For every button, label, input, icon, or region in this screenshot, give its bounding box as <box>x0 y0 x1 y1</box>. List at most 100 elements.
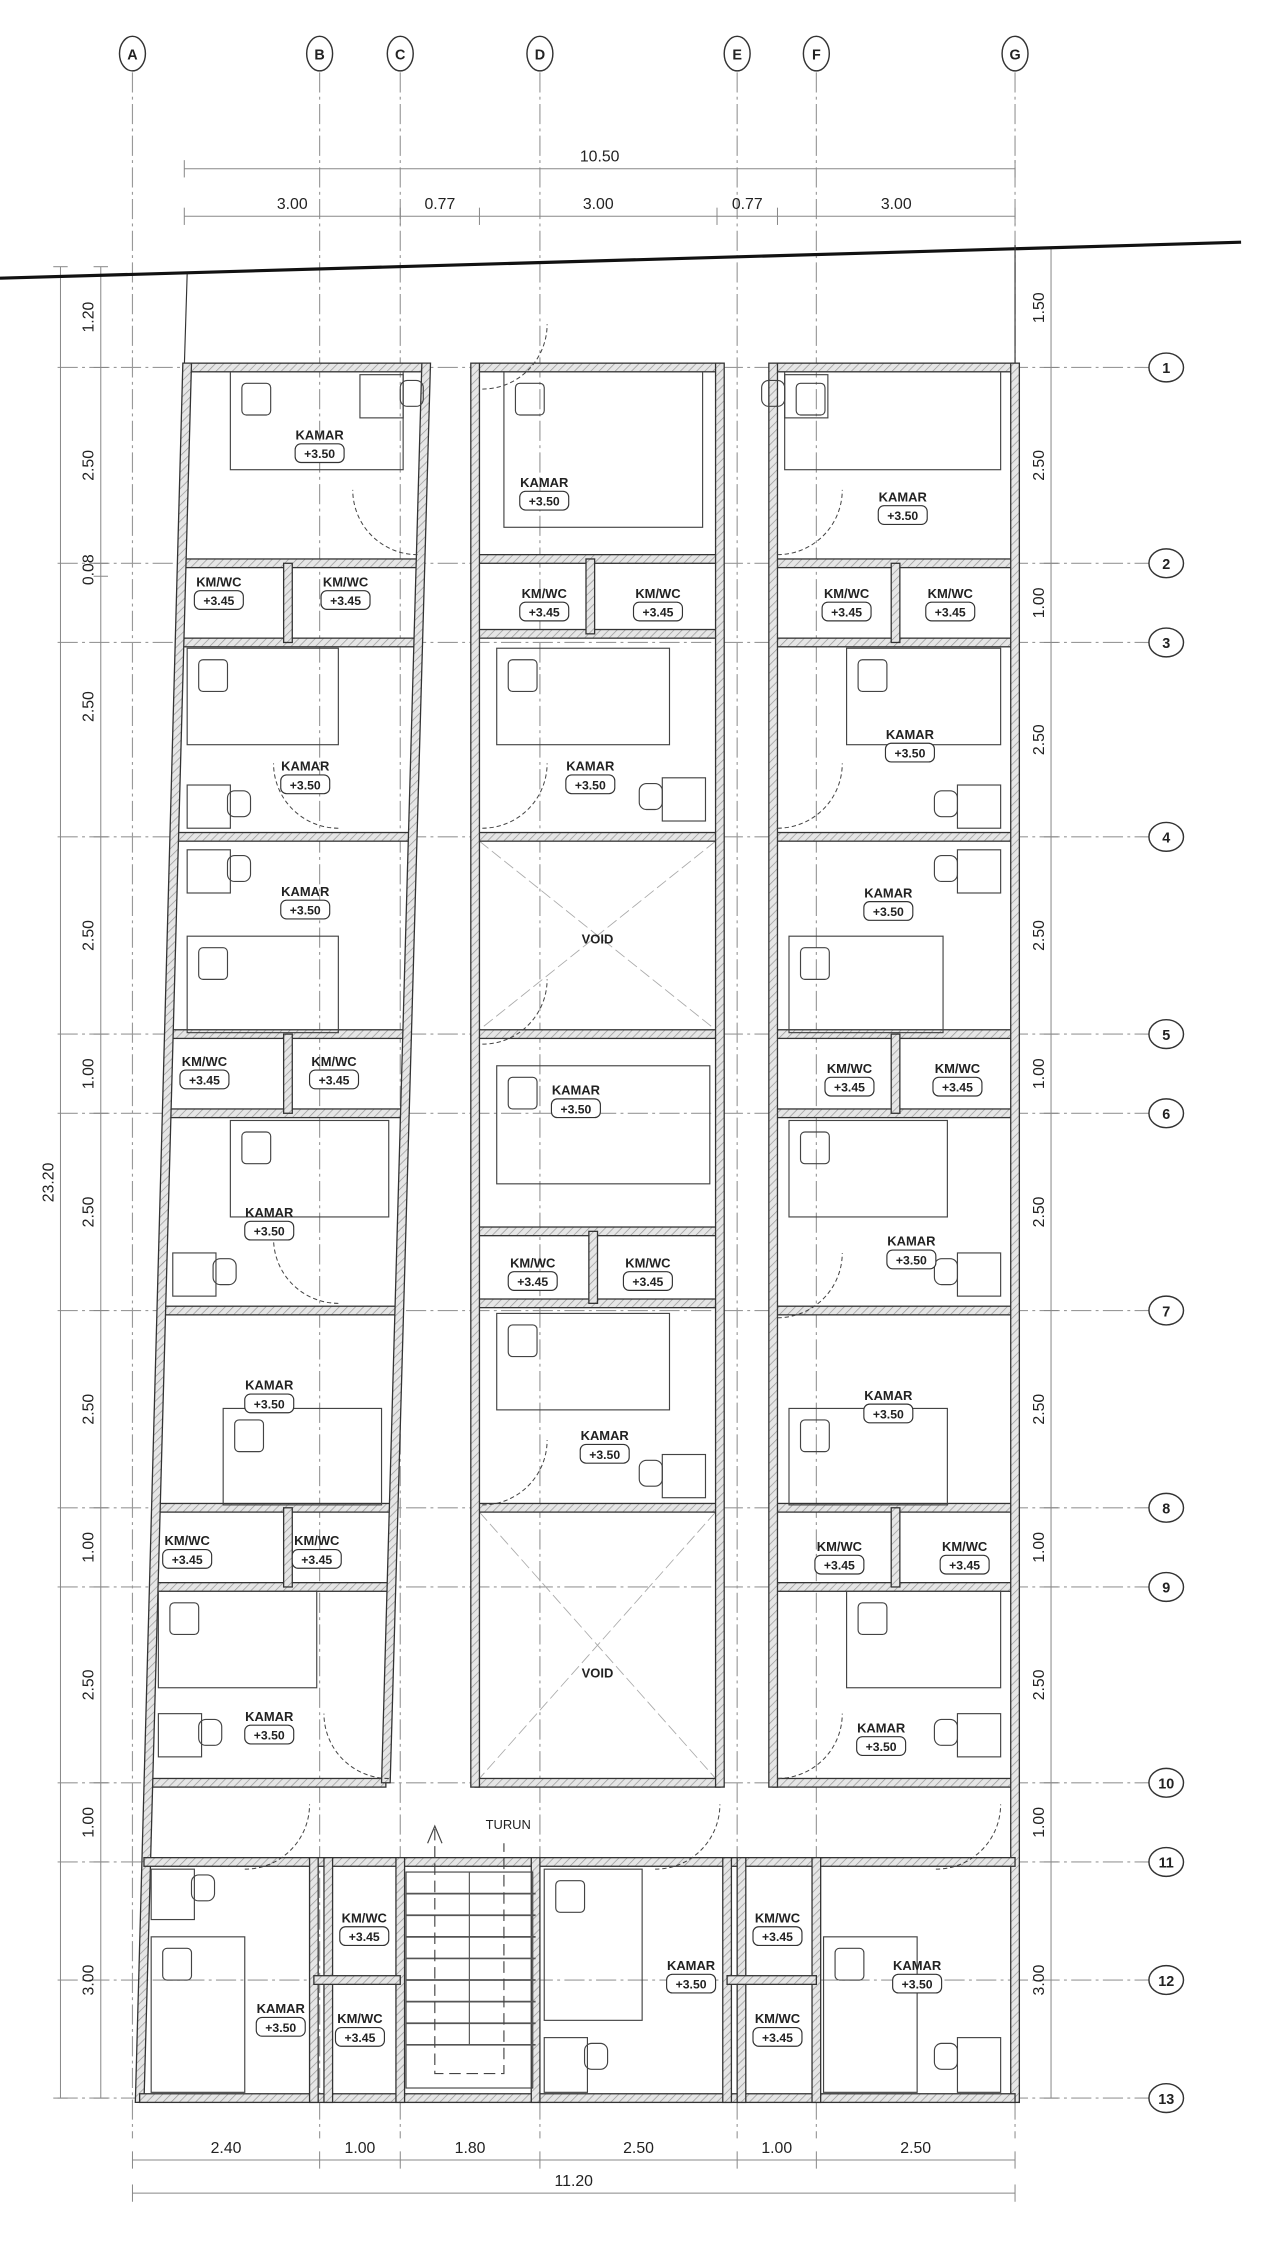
elevation-badge <box>863 901 914 921</box>
pillow <box>857 659 888 693</box>
wall <box>139 2093 1016 2104</box>
room-name: KM/WC <box>337 2011 382 2026</box>
door-swing <box>482 763 548 829</box>
room-name: KM/WC <box>935 1061 980 1076</box>
grid-label-col: F <box>812 47 821 63</box>
door-swing <box>482 1440 548 1506</box>
desk <box>359 374 404 419</box>
desk <box>661 777 707 822</box>
grid-label-row: 5 <box>1162 1028 1170 1044</box>
elevation-badge <box>179 1069 230 1090</box>
door-swing <box>273 763 339 829</box>
room-elevation: +3.45 <box>330 594 361 608</box>
room-name: KM/WC <box>755 2011 800 2026</box>
elevation-badge <box>291 1548 342 1569</box>
elevation-badge <box>814 1554 865 1575</box>
grid-label-row: 11 <box>1159 1856 1174 1872</box>
room-name: KM/WC <box>196 574 241 589</box>
dim-bottom-label: 1.00 <box>345 2140 376 2157</box>
room-name: KAMAR <box>245 1378 294 1393</box>
staircase <box>405 1824 536 2089</box>
grid-bubble <box>1148 1098 1185 1129</box>
chair <box>933 854 959 883</box>
door-swing <box>935 1804 1002 1870</box>
elevation-badge <box>752 2026 803 2047</box>
room-elevation: +3.50 <box>866 1740 897 1754</box>
grid-bubble <box>1148 548 1185 579</box>
door-swing <box>655 1804 721 1870</box>
room-name: KAMAR <box>879 489 928 504</box>
bed <box>150 1936 246 2093</box>
elevation-badge <box>244 1220 295 1241</box>
bed <box>788 935 944 1034</box>
desk <box>186 784 231 829</box>
room-name: KAMAR <box>245 1205 294 1220</box>
dim-right-label: 2.50 <box>1031 724 1048 755</box>
dim-right-label: 3.00 <box>1031 1964 1048 1995</box>
room-elevation: +3.50 <box>304 447 335 461</box>
dim-top-label: 0.77 <box>732 196 763 213</box>
desk <box>157 1713 203 1758</box>
room-name: KAMAR <box>281 884 330 899</box>
pillow <box>799 947 830 980</box>
room-name: KM/WC <box>824 586 869 601</box>
pillow <box>507 659 538 693</box>
grid-bubble <box>1148 2082 1185 2114</box>
room-elevation: +3.50 <box>896 1253 927 1267</box>
grid-bubble <box>526 35 554 72</box>
grid-label-row: 3 <box>1162 636 1170 652</box>
room-elevation: +3.45 <box>935 606 966 620</box>
room-name: KM/WC <box>827 1061 872 1076</box>
wall <box>772 1777 1016 1788</box>
room-name: KM/WC <box>942 1539 987 1554</box>
pillow <box>241 1131 272 1165</box>
desk <box>956 1252 1002 1297</box>
elevation-badge <box>824 1076 875 1097</box>
room-name: KM/WC <box>342 1910 387 1925</box>
void-areas <box>479 840 716 1779</box>
pillow <box>799 1419 830 1453</box>
room-name: KAMAR <box>857 1720 906 1735</box>
dim-right-label: 1.00 <box>1031 587 1048 618</box>
dim-right-label: 1.00 <box>1031 1058 1048 1089</box>
wall <box>474 554 721 564</box>
grid-bubble <box>1148 1492 1185 1523</box>
dim-right-label: 2.50 <box>1031 920 1048 951</box>
grid-label-row: 2 <box>1162 557 1170 573</box>
door-swing <box>273 1238 339 1304</box>
elevation-badge <box>877 505 928 525</box>
grid-lines <box>57 72 1149 2139</box>
room-name: KM/WC <box>755 1910 800 1925</box>
stair-arrow-icon <box>427 1824 443 1844</box>
wall <box>772 1305 1016 1316</box>
elevation-badge <box>294 443 345 464</box>
pillow <box>795 382 826 416</box>
room-name: KAMAR <box>864 1388 913 1403</box>
room-elevation: +3.50 <box>589 1448 620 1462</box>
grid-label-col: B <box>314 47 324 63</box>
grid-bubble <box>1148 1767 1185 1798</box>
wall <box>282 1033 293 1114</box>
room-name: KAMAR <box>296 427 345 442</box>
dim-right-label: 2.50 <box>1031 1669 1048 1700</box>
dim-top-label: 3.00 <box>881 196 912 213</box>
pillow <box>198 947 229 980</box>
room-elevation: +3.45 <box>189 1073 220 1087</box>
pillow <box>555 1880 586 1913</box>
elevation-badge <box>519 601 570 622</box>
room-name: KM/WC <box>635 586 680 601</box>
room-elevation: +3.50 <box>265 2021 296 2035</box>
room-name: KAMAR <box>893 1958 942 1973</box>
dim-bottom-label: 2.50 <box>900 2140 931 2157</box>
room-elevation: +3.50 <box>902 1978 933 1992</box>
room-name: KAMAR <box>864 885 913 900</box>
dim-left-label: 1.00 <box>81 1807 98 1838</box>
desk <box>956 1713 1002 1758</box>
dim-left-label: 2.50 <box>81 1394 98 1425</box>
wall-slanted <box>134 362 193 2104</box>
pillow <box>857 1602 888 1636</box>
elevation-badge <box>339 1926 390 1947</box>
grid-bubble <box>386 35 414 72</box>
grid-label-row: 4 <box>1162 831 1170 847</box>
